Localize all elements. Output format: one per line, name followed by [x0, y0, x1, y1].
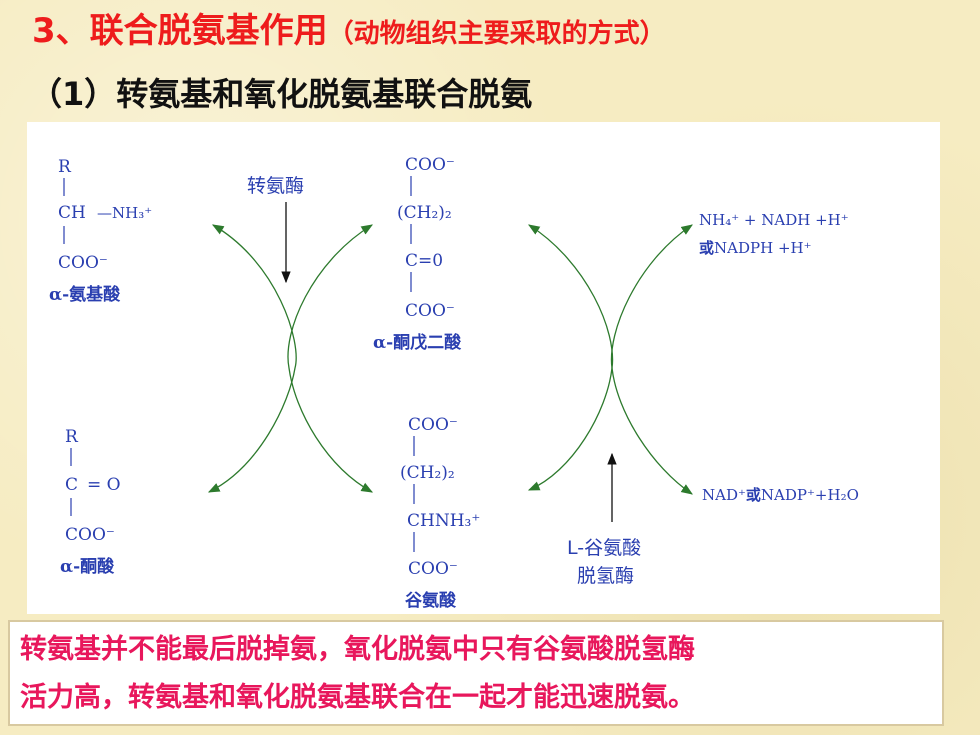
subtitle-number: （1）: [30, 75, 117, 113]
page-title: 3、联合脱氨基作用（动物组织主要采取的方式）: [32, 8, 666, 57]
title-sub: （动物组织主要采取的方式）: [327, 19, 666, 49]
glutamate-structure: COO⁻ (CH₂)₂ CHNH₃⁺ COO⁻ 谷氨酸: [400, 415, 480, 611]
cofactor-nad: NAD⁺: [702, 486, 746, 504]
amino-acid-structure: R CH —NH₃⁺ COO⁻ α-氨基酸: [49, 157, 152, 305]
deamination-arc-right: [610, 224, 693, 495]
products-line1: NH₄⁺ + NADH +H⁺: [699, 211, 849, 229]
amino-acid-ch: CH: [58, 203, 86, 223]
transaminase-label: 转氨酶: [247, 175, 304, 197]
section-subtitle: （1）转氨基和氧化脱氨基联合脱氨: [30, 72, 532, 116]
subtitle-text: 转氨基和氧化脱氨基联合脱氨: [116, 75, 533, 113]
akg-co: C=0: [405, 251, 443, 271]
transamination-arc-left: [207, 224, 297, 493]
transamination-arc-right: [287, 224, 374, 493]
cofactor-or: 或: [746, 486, 761, 504]
keto-acid-o: = O: [87, 475, 121, 495]
summary-note: 转氨基并不能最后脱掉氨，氧化脱氨中只有谷氨酸脱氢酶 活力高，转氨基和氧化脱氨基联…: [8, 620, 944, 726]
akg-ch2: (CH₂)₂: [397, 203, 452, 223]
glu-coo-top: COO⁻: [408, 415, 458, 435]
keto-acid-structure: R C = O COO⁻ α-酮酸: [60, 427, 121, 577]
keto-acid-r: R: [65, 427, 79, 447]
note-line-2: 活力高，转氨基和氧化脱氨基联合在一起才能迅速脱氨。: [20, 682, 695, 713]
diagram-panel: R CH —NH₃⁺ COO⁻ α-氨基酸 R C = O COO⁻ α-酮酸 …: [27, 122, 940, 614]
keto-acid-label: α-酮酸: [60, 556, 115, 577]
cofactor-nadp-water: NADP⁺+H₂O: [761, 486, 859, 504]
alpha-ketoglutarate-structure: COO⁻ (CH₂)₂ C=0 COO⁻ α-酮戊二酸: [373, 155, 462, 353]
amino-acid-label: α-氨基酸: [49, 284, 121, 305]
gdh-label-line2: 脱氢酶: [577, 565, 634, 587]
gdh-label-line1: L-谷氨酸: [567, 537, 641, 559]
amino-acid-nh3: —NH₃⁺: [97, 204, 152, 222]
akg-coo-top: COO⁻: [405, 155, 455, 175]
amino-acid-coo: COO⁻: [58, 253, 108, 273]
note-line-1: 转氨基并不能最后脱掉氨，氧化脱氨中只有谷氨酸脱氢酶: [20, 634, 695, 665]
products-or: 或: [699, 239, 714, 257]
keto-acid-coo: COO⁻: [65, 525, 115, 545]
glu-coo-bottom: COO⁻: [408, 559, 458, 579]
keto-acid-c: C: [65, 475, 78, 495]
amino-acid-r: R: [58, 157, 72, 177]
deamination-arc-left: [527, 224, 614, 491]
akg-coo-bottom: COO⁻: [405, 301, 455, 321]
cofactors: NAD⁺或NADP⁺+H₂O: [702, 486, 859, 504]
reaction-diagram: R CH —NH₃⁺ COO⁻ α-氨基酸 R C = O COO⁻ α-酮酸 …: [49, 155, 859, 611]
title-main: 3、联合脱氨基作用: [32, 11, 328, 51]
products-nadph: NADPH +H⁺: [714, 239, 812, 257]
glu-chnh3: CHNH₃⁺: [407, 511, 480, 531]
alpha-ketoglutarate-label: α-酮戊二酸: [373, 332, 462, 353]
glutamate-label: 谷氨酸: [405, 590, 457, 611]
products-line2: 或NADPH +H⁺: [699, 239, 812, 257]
glu-ch2: (CH₂)₂: [400, 463, 455, 483]
